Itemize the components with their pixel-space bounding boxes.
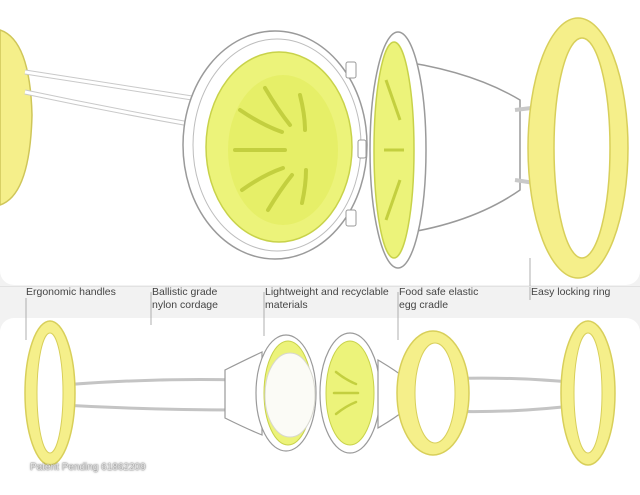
- panel-divider: [0, 286, 640, 287]
- cradle-ribs: [233, 86, 308, 212]
- cord-left-upper-core: [24, 70, 206, 102]
- locking-ring-bottom-inner: [414, 342, 456, 444]
- bottom-left-cone: [224, 351, 263, 436]
- shell-tabs: [345, 61, 367, 227]
- egg: [264, 352, 316, 438]
- right-shell-ribs: [384, 79, 404, 221]
- handle-fragment-left: [0, 29, 33, 206]
- patent-footnote: Patent Pending 61862209: [30, 462, 146, 473]
- bottom-cradle-ribs: [332, 370, 360, 416]
- label-materials: Lightweight and recyclable materials: [265, 286, 389, 311]
- label-nylon-cordage: Ballistic grade nylon cordage: [152, 286, 218, 311]
- label-egg-cradle: Food safe elastic egg cradle: [399, 286, 479, 311]
- handle-right-inner: [573, 332, 603, 454]
- leader-lines: [25, 258, 531, 340]
- locking-ring-top-inner: [553, 37, 611, 259]
- label-locking-ring: Easy locking ring: [531, 286, 611, 298]
- label-ergonomic-handles: Ergonomic handles: [26, 286, 116, 298]
- handle-left-inner: [36, 332, 64, 454]
- cord-left-lower-core: [24, 90, 196, 127]
